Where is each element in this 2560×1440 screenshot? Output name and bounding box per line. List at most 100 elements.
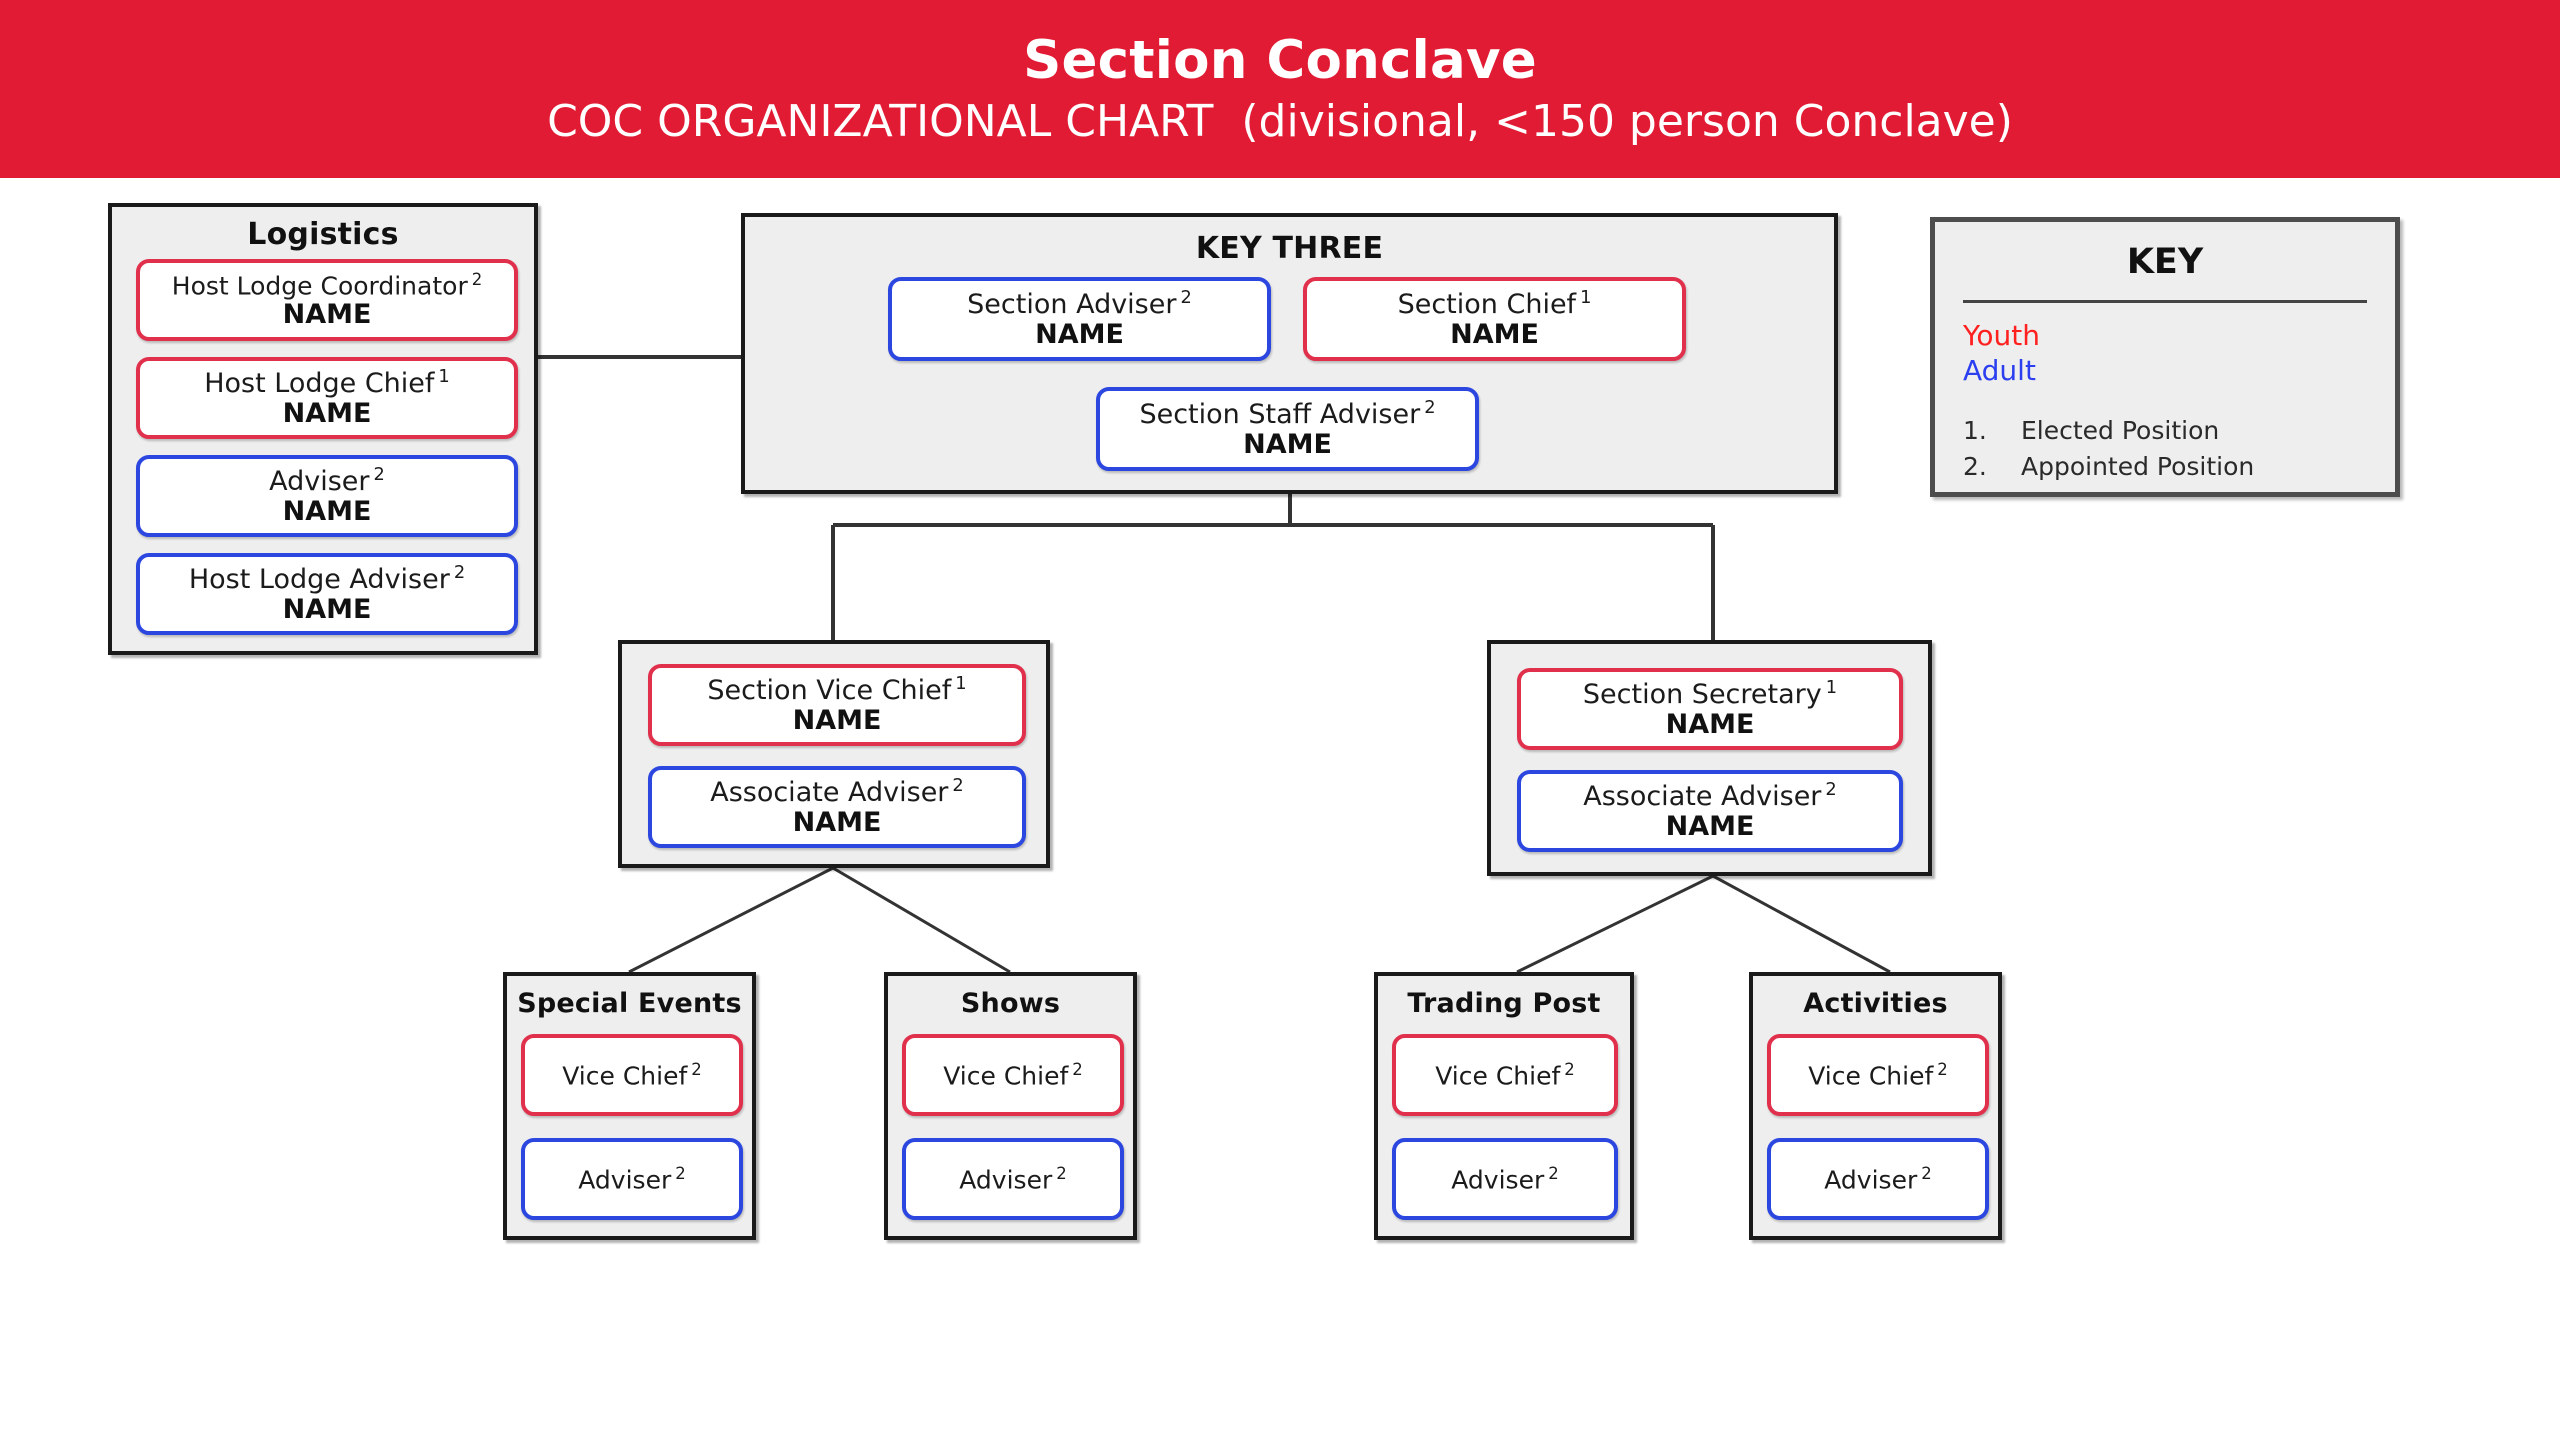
person-name: NAME [792, 705, 882, 736]
key-note-number: 2. [1963, 451, 1987, 481]
role-text: Section Staff Adviser [1139, 399, 1421, 431]
role-text: Associate Adviser [710, 777, 949, 809]
role-superscript: 2 [1937, 1059, 1948, 1079]
person-name: NAME [792, 807, 882, 838]
page-title: Section Conclave [1023, 30, 1537, 92]
role-text: Section Vice Chief [707, 675, 952, 707]
role-superscript: 2 [1056, 1163, 1067, 1183]
role-text: Vice Chief [1435, 1060, 1561, 1090]
role-text: Host Lodge Chief [204, 368, 435, 400]
role-superscript: 1 [1825, 677, 1838, 699]
role-superscript: 1 [1580, 287, 1592, 309]
key-note-number: 1. [1963, 416, 1987, 445]
role-text: Section Chief [1397, 289, 1577, 321]
role-superscript: 2 [373, 464, 385, 486]
group-key-three-title: KEY THREE [1195, 231, 1384, 266]
group-trading-post-title: Trading Post [1407, 988, 1601, 1019]
role-text: Associate Adviser [1583, 781, 1822, 813]
role-superscript: 1 [955, 673, 967, 695]
role-superscript: 1 [438, 366, 450, 388]
role-text: Adviser [959, 1164, 1053, 1194]
role-superscript: 2 [952, 775, 964, 797]
role-superscript: 2 [1825, 779, 1837, 801]
role-text: Adviser [1824, 1164, 1918, 1194]
key-legend-adult: Adult [1963, 354, 2036, 387]
key-legend-title: KEY [2126, 242, 2204, 282]
page-subtitle: COC ORGANIZATIONAL CHART (divisional, <1… [547, 95, 2013, 147]
role-text: Section Adviser [967, 289, 1177, 321]
role-superscript: 2 [1072, 1059, 1083, 1079]
role-text: Vice Chief [943, 1060, 1069, 1090]
person-name: NAME [1450, 319, 1539, 350]
key-legend-note: 1. Elected Position [1963, 413, 2395, 449]
role-superscript: 2 [1921, 1163, 1932, 1183]
key-legend-divider [1963, 300, 2367, 303]
person-name: NAME [1243, 429, 1332, 460]
group-special-events-title: Special Events [517, 988, 742, 1019]
person-name: NAME [282, 496, 372, 527]
person-name: NAME [282, 298, 372, 330]
role-text: Adviser [578, 1164, 672, 1194]
key-legend-note: 2. Appointed Position [1963, 449, 2395, 485]
person-name: NAME [282, 398, 372, 429]
role-text: Host Lodge Adviser [188, 564, 450, 596]
role-superscript: 2 [1180, 287, 1192, 309]
person-name: NAME [1665, 709, 1755, 740]
role-text: Adviser [1451, 1164, 1545, 1194]
page-header: Section Conclave COC ORGANIZATIONAL CHAR… [0, 0, 2560, 178]
key-note-text: Appointed Position [2021, 451, 2255, 481]
group-shows-title: Shows [960, 988, 1061, 1019]
group-logistics-title: Logistics [247, 217, 399, 252]
key-legend: KEY Youth Adult 1. Elected Position 2. A… [1930, 217, 2400, 497]
person-name: NAME [1665, 811, 1755, 842]
group-activities-title: Activities [1803, 988, 1948, 1019]
role-superscript: 2 [1424, 397, 1436, 419]
